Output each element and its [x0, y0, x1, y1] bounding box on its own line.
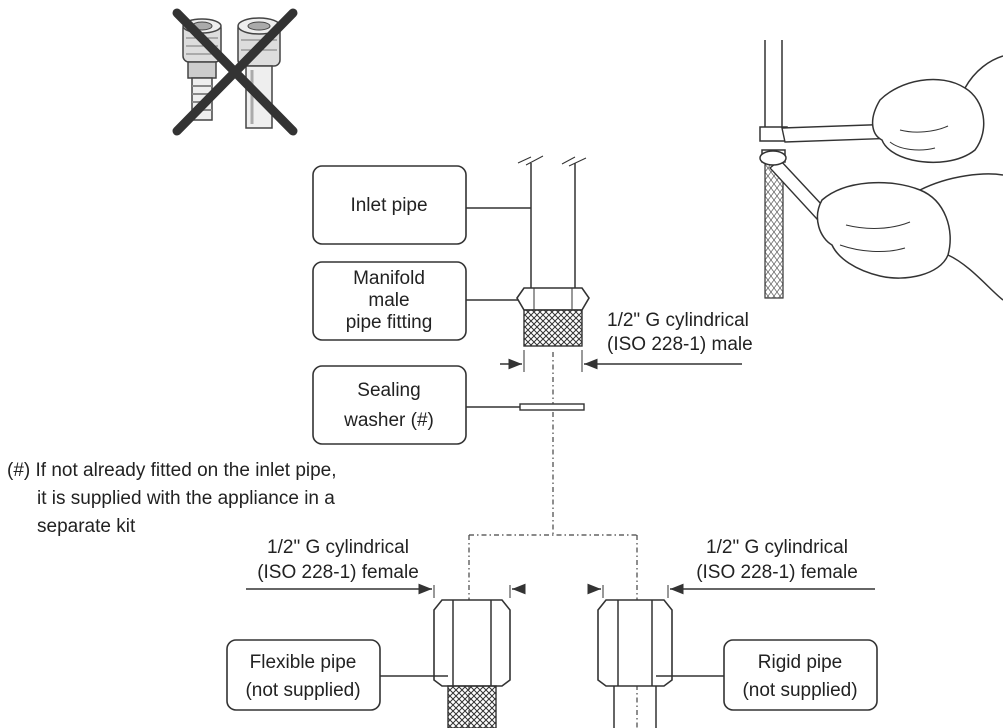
female-spec-left-text: 1/2" G cylindrical (ISO 228-1) female [257, 537, 419, 583]
manifold-line-2: male [368, 290, 409, 311]
label-rigid-pipe: Rigid pipe (not supplied) [656, 639, 878, 711]
wrong-fitting-left [182, 18, 222, 121]
inlet-pipe-text: Inlet pipe [350, 195, 427, 216]
male-spec-text: 1/2" G cylindrical (ISO 228-1) male [607, 310, 753, 355]
wrench-tightening-illustration [759, 40, 1003, 301]
label-inlet-pipe: Inlet pipe [312, 165, 531, 245]
sealing-line-2: washer (#) [343, 410, 434, 431]
label-sealing-washer: Sealing washer (#) [312, 365, 520, 445]
male-spec-line-2: (ISO 228-1) male [607, 334, 753, 355]
flexible-connection-drawing [246, 583, 526, 728]
manifold-fitting-drawing [516, 287, 590, 347]
manifold-line-3: pipe fitting [346, 312, 433, 333]
female-right-line-2: (ISO 228-1) female [696, 562, 858, 583]
label-manifold-fitting: Manifold male pipe fitting [312, 261, 518, 341]
center-axis-line [468, 352, 638, 728]
female-left-line-2: (ISO 228-1) female [257, 562, 419, 583]
note-line-2: it is supplied with the appliance in a [37, 488, 335, 509]
female-left-line-1: 1/2" G cylindrical [267, 537, 409, 558]
sealing-line-1: Sealing [357, 380, 420, 401]
inlet-pipe-drawing [517, 155, 587, 290]
note-line-1: (#) If not already fitted on the inlet p… [7, 460, 337, 481]
female-right-line-1: 1/2" G cylindrical [706, 537, 848, 558]
cross-mark-icon [172, 8, 298, 136]
male-dimension [500, 350, 742, 372]
flexible-line-1: Flexible pipe [250, 652, 357, 673]
wrong-fittings-illustration [172, 8, 298, 136]
sealing-washer-drawing [519, 403, 585, 411]
note-text: (#) If not already fitted on the inlet p… [7, 460, 337, 537]
rigid-line-1: Rigid pipe [758, 652, 843, 673]
rigid-connection-drawing [587, 583, 875, 728]
manifold-line-1: Manifold [353, 268, 425, 289]
female-spec-right-text: 1/2" G cylindrical (ISO 228-1) female [696, 537, 858, 583]
flexible-line-2: (not supplied) [245, 680, 360, 701]
rigid-line-2: (not supplied) [742, 680, 857, 701]
note-line-3: separate kit [37, 516, 136, 537]
male-spec-line-1: 1/2" G cylindrical [607, 310, 749, 331]
label-flexible-pipe: Flexible pipe (not supplied) [226, 639, 448, 711]
